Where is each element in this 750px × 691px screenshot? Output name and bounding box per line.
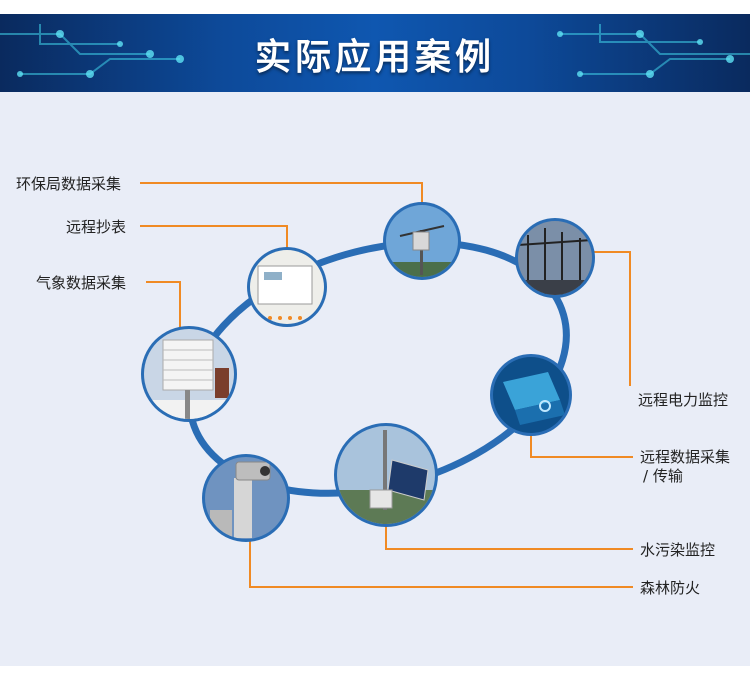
leader-line-forest [249, 539, 633, 588]
node-surveillance-camera [202, 454, 290, 542]
node-weather-station [383, 202, 461, 280]
circuit-pattern-icon [0, 24, 750, 78]
node-solar-station [334, 423, 438, 527]
node-weather-shelter [141, 326, 237, 422]
label-forest-fire: 森林防火 [640, 579, 701, 597]
label-power-monitoring: 远程电力监控 [638, 391, 729, 409]
node-laptop-network [490, 354, 572, 436]
label-remote-data: 远程数据采集 [640, 448, 731, 466]
page-title: 实际应用案例 [254, 37, 495, 78]
leader-line-meter [140, 225, 288, 250]
label-env-data: 环保局数据采集 [16, 175, 122, 193]
label-water-pollution: 水污染监控 [640, 541, 716, 559]
header-banner: 实际应用案例 [0, 14, 750, 92]
label-remote-data-line2: / 传输 [643, 467, 683, 485]
leader-line-power [592, 251, 631, 386]
node-substation [515, 218, 595, 298]
leader-line-weather [146, 281, 181, 329]
leader-line-water [385, 524, 633, 550]
label-meter-reading: 远程抄表 [66, 218, 127, 236]
leader-line-data [530, 433, 633, 458]
leader-line-env [140, 182, 423, 205]
diagram-panel [0, 92, 750, 666]
label-weather-data: 气象数据采集 [36, 274, 127, 292]
node-electric-meter [247, 247, 327, 327]
